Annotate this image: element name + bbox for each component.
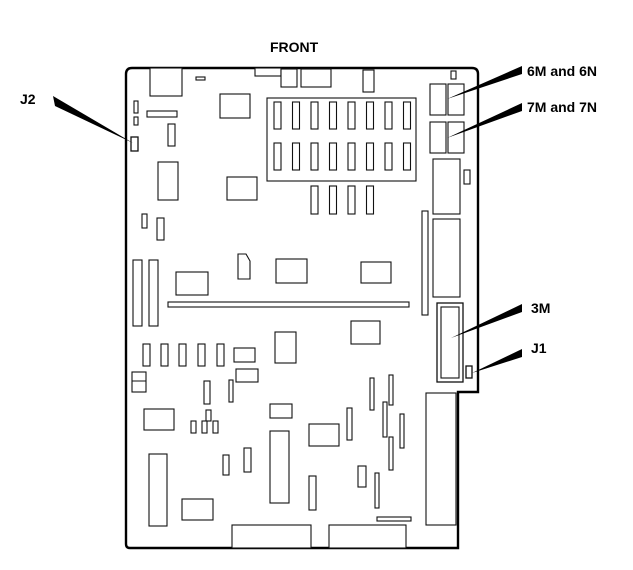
svg-text:J1: J1 xyxy=(531,340,547,356)
j1-connector xyxy=(466,366,472,378)
memory-block xyxy=(267,98,416,214)
memory-chip xyxy=(311,186,318,214)
chip-6m xyxy=(430,84,446,115)
memory-chip xyxy=(311,102,318,129)
lower-left-components xyxy=(132,344,258,526)
memory-chip xyxy=(404,143,411,170)
memory-chip xyxy=(293,102,300,129)
memory-chip xyxy=(367,186,374,214)
chip-3m xyxy=(441,307,459,378)
svg-text:3M: 3M xyxy=(531,300,550,316)
memory-chip xyxy=(293,143,300,170)
memory-chip xyxy=(330,143,337,170)
callout-3m: 3M xyxy=(451,300,550,338)
chip-6n xyxy=(448,84,464,115)
memory-chip xyxy=(404,102,411,129)
callout-j2: J2 xyxy=(20,91,133,143)
callout-j1: J1 xyxy=(472,340,547,373)
memory-chip xyxy=(330,186,337,214)
front-label: FRONT xyxy=(270,39,319,55)
memory-chip xyxy=(274,102,281,129)
svg-text:6M and 6N: 6M and 6N xyxy=(527,63,597,79)
right-components xyxy=(422,84,472,382)
left-components xyxy=(131,94,257,200)
memory-chip xyxy=(330,102,337,129)
svg-text:7M and 7N: 7M and 7N xyxy=(527,99,597,115)
chip-7n xyxy=(448,122,464,153)
memory-chip xyxy=(311,143,318,170)
memory-chip xyxy=(367,102,374,129)
memory-chip xyxy=(385,102,392,129)
memory-chip xyxy=(274,143,281,170)
middle-components xyxy=(133,214,409,363)
memory-chip xyxy=(367,143,374,170)
lower-right-components xyxy=(232,375,456,548)
j2-connector xyxy=(131,137,138,151)
memory-chip xyxy=(348,143,355,170)
top-components xyxy=(150,68,456,96)
memory-chip xyxy=(348,186,355,214)
chip-7m xyxy=(430,122,446,153)
svg-text:J2: J2 xyxy=(20,91,36,107)
memory-chip xyxy=(348,102,355,129)
callout-7m-7n: 7M and 7N xyxy=(447,99,597,138)
memory-chip xyxy=(385,143,392,170)
